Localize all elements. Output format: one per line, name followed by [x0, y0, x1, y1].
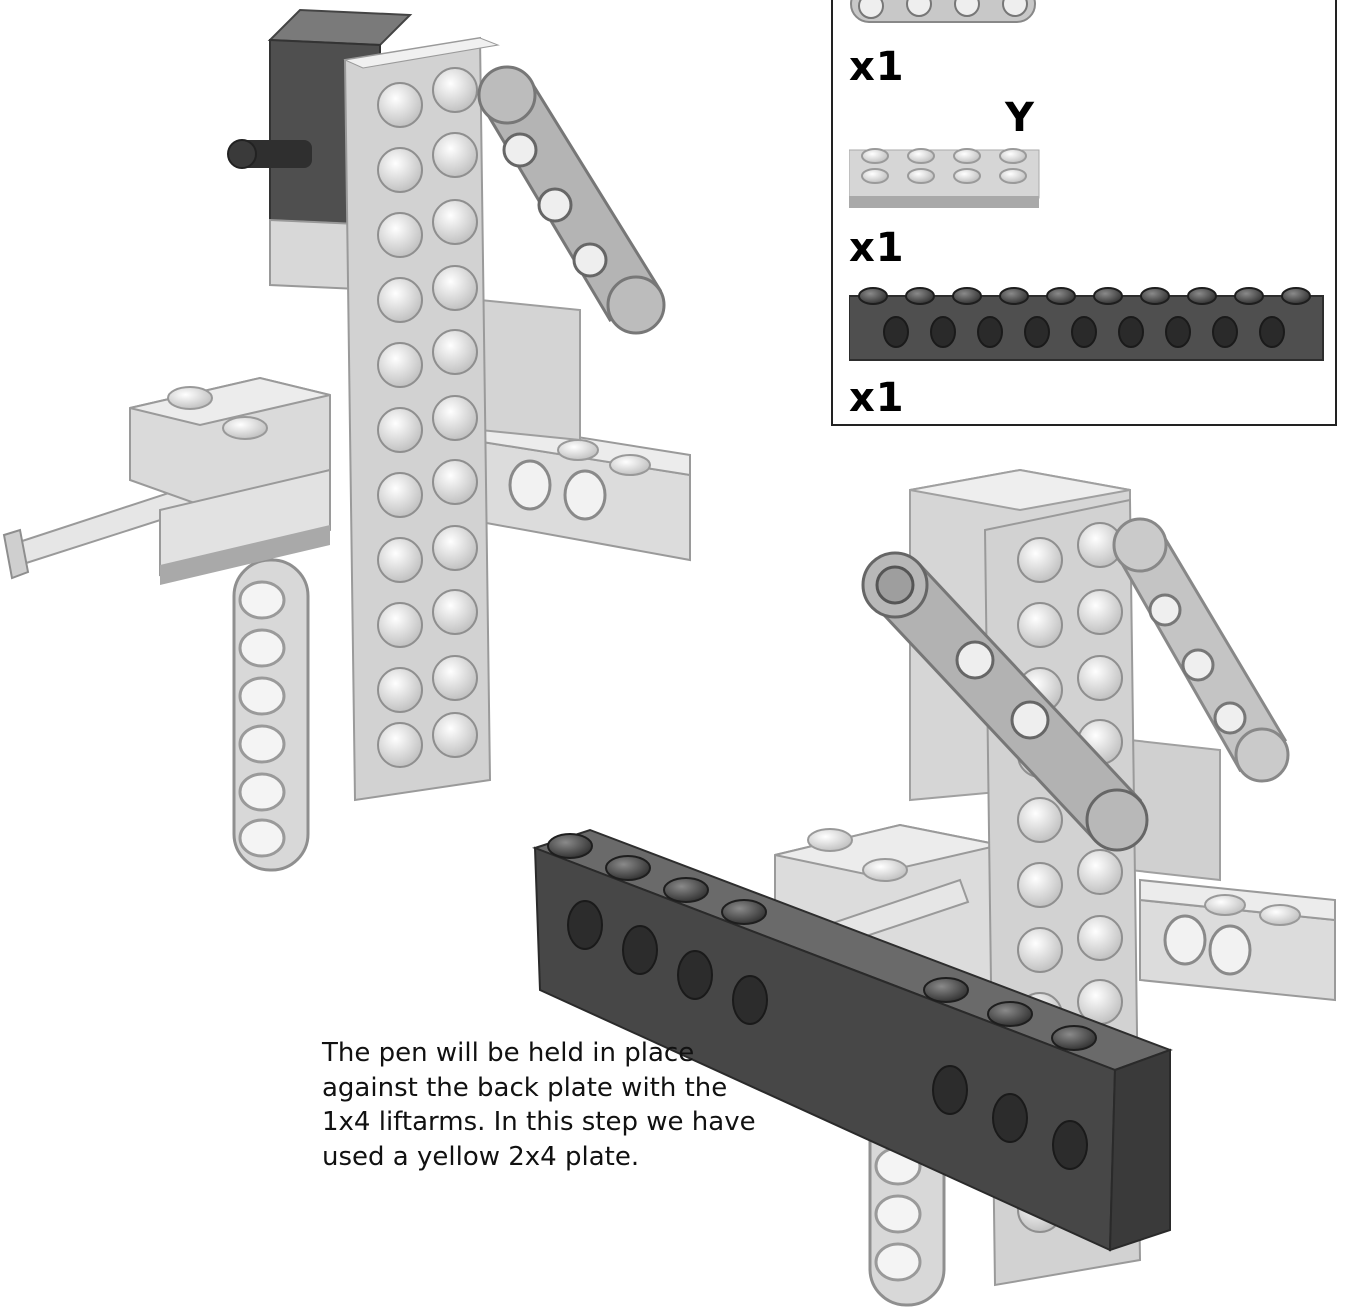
caption-line: 1x4 liftarms. In this step we have — [322, 1105, 792, 1140]
left-model — [4, 10, 690, 870]
right-model — [535, 470, 1335, 1305]
part-quantity-liftarm: x1 — [849, 47, 905, 87]
part-image-liftarm — [849, 0, 1039, 28]
step-caption: The pen will be held in place against th… — [322, 1036, 792, 1174]
right-rear-beam — [1140, 880, 1335, 1000]
caption-line: The pen will be held in place — [322, 1036, 792, 1071]
left-vertical-liftarm — [234, 560, 308, 870]
part-image-1x10-technic-brick — [849, 284, 1325, 364]
part-quantity-2x4-plate: x1 — [849, 228, 905, 268]
part-quantity-1x10-technic-brick: x1 — [849, 378, 905, 418]
left-back-block — [480, 300, 580, 440]
parts-list-box: x1 Y x1 x1 — [831, 0, 1337, 426]
caption-line: against the back plate with the — [322, 1071, 792, 1106]
left-main-column — [345, 38, 498, 800]
part-image-2x4-plate — [849, 146, 1041, 212]
left-top-liftarm — [479, 67, 664, 333]
left-crossbar-brick — [130, 378, 330, 585]
caption-line: used a yellow 2x4 plate. — [322, 1140, 792, 1175]
part-color-code-plate: Y — [1005, 98, 1034, 138]
